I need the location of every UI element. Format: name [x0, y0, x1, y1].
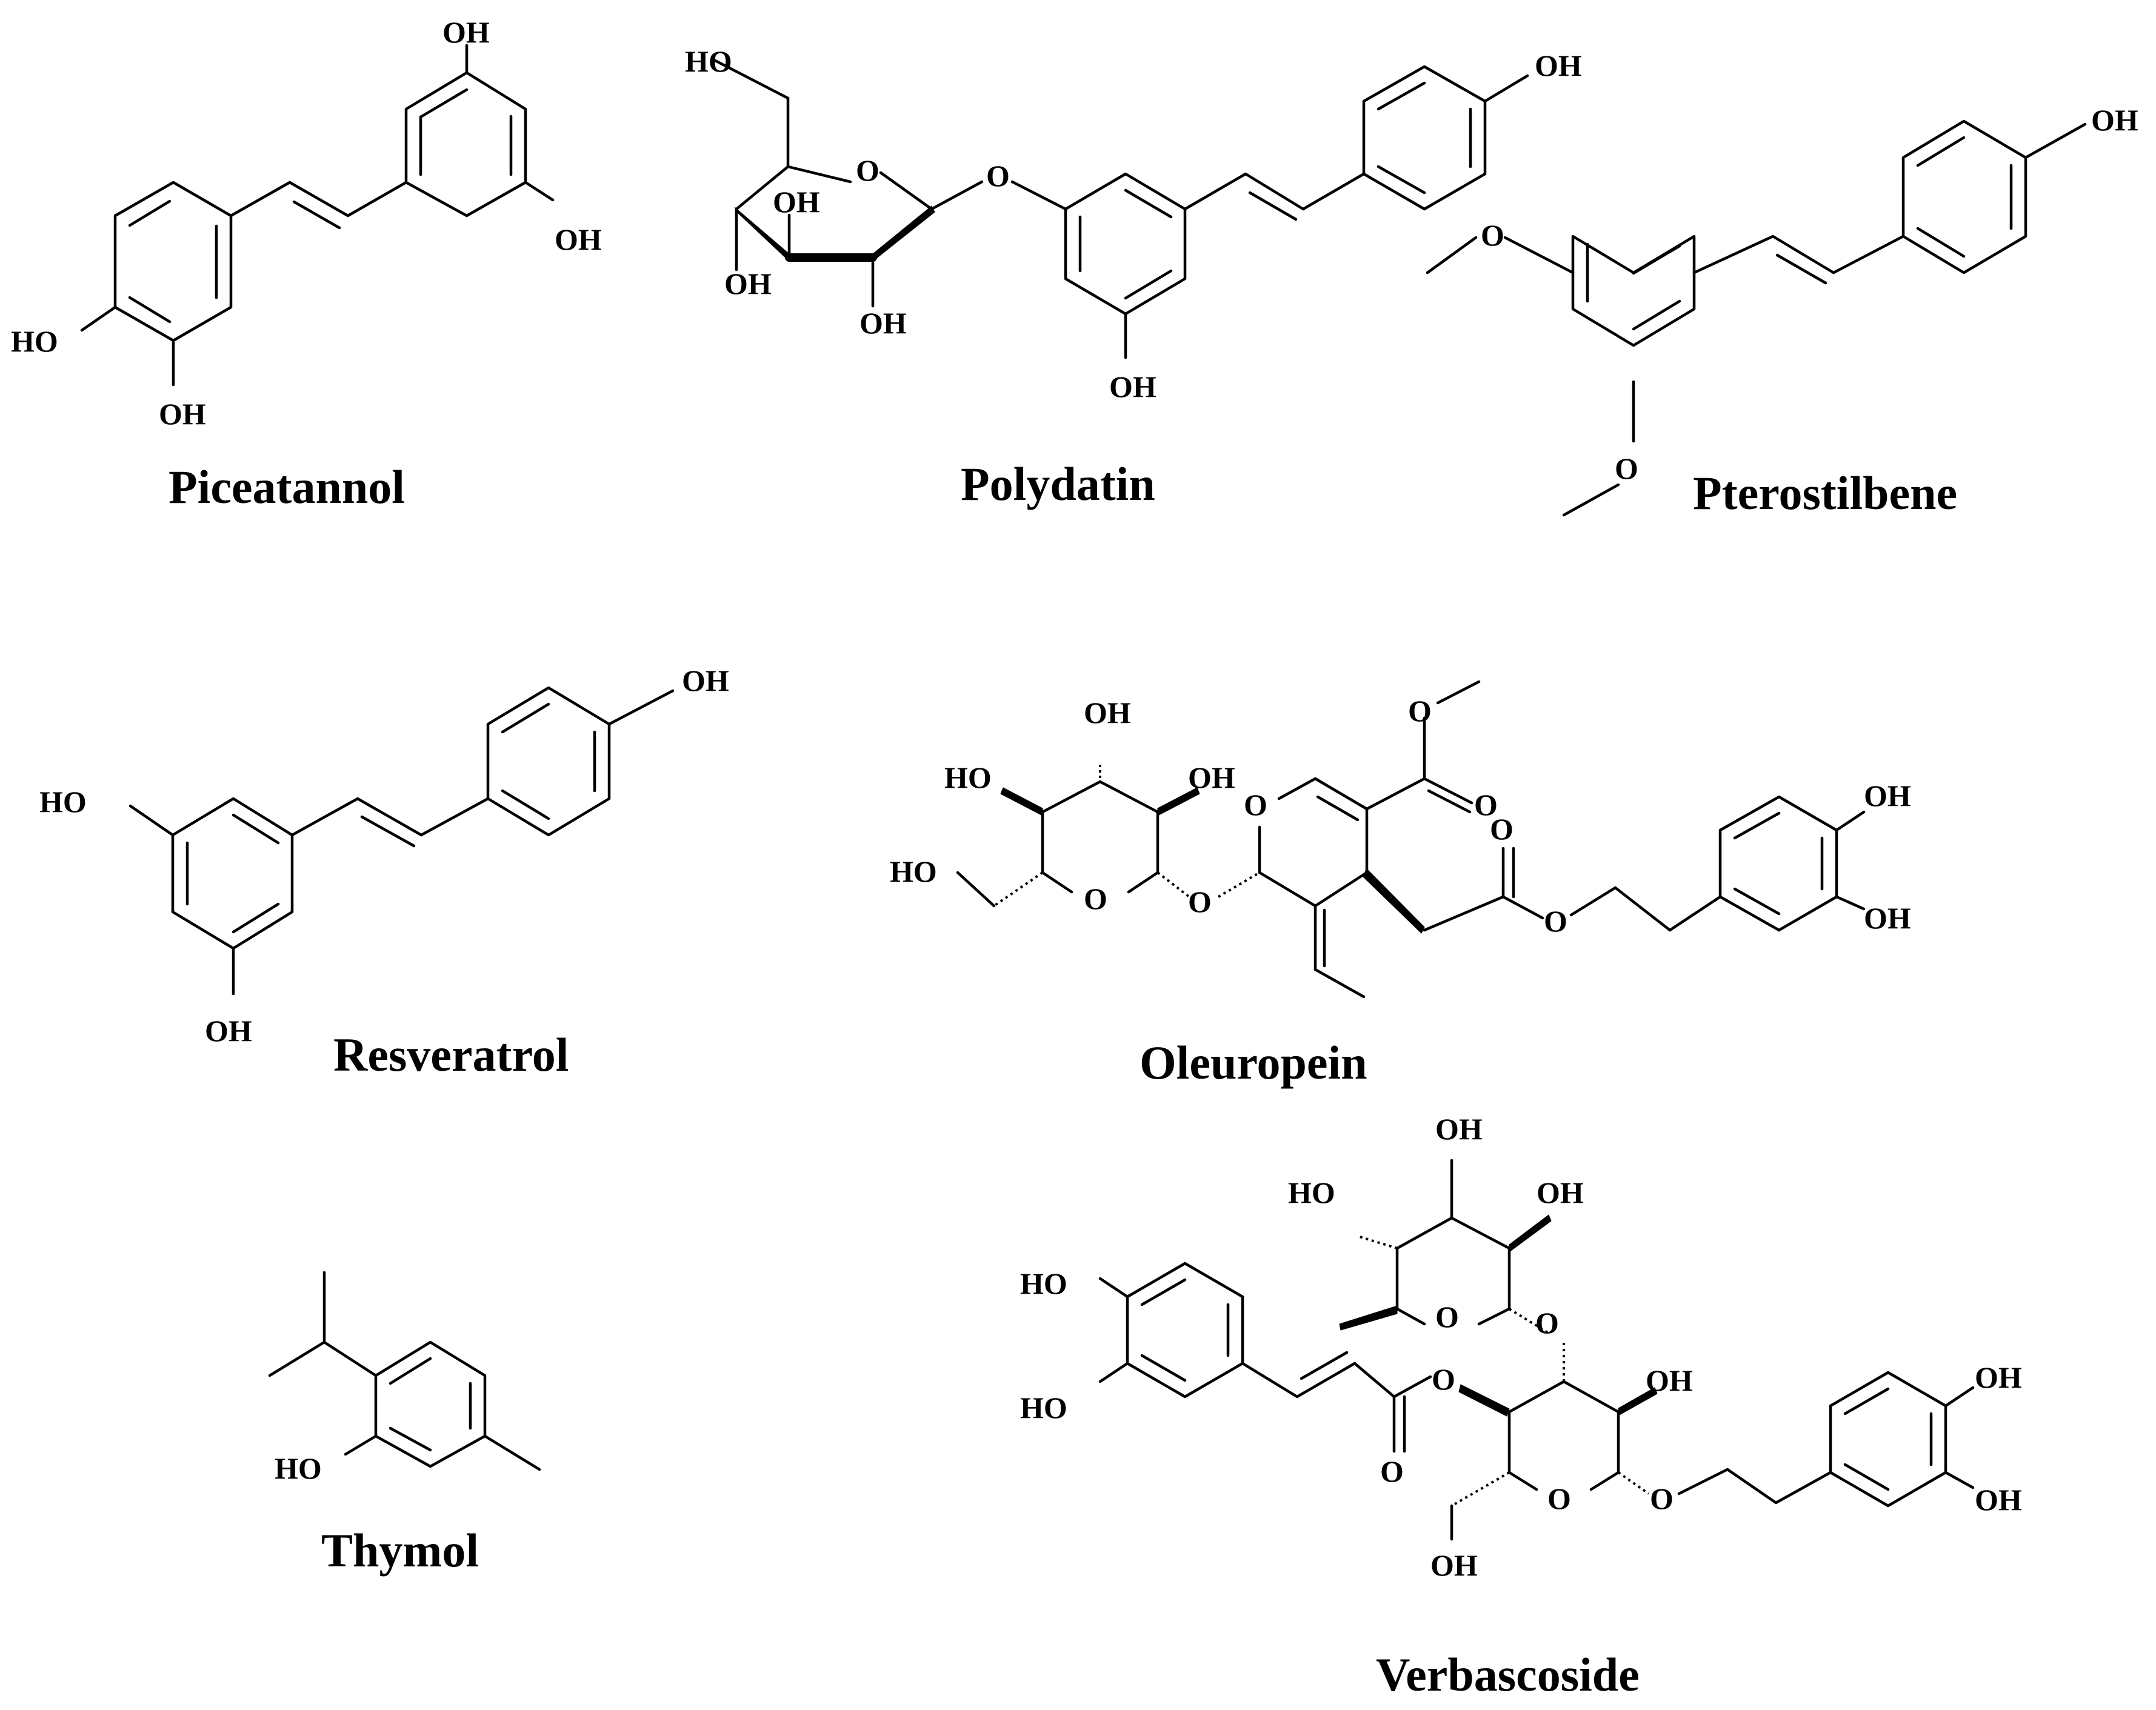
thymol-structure: HO Thymol	[268, 1271, 541, 1577]
verbascoside-ho-caffeoyl-top: HO	[1020, 1266, 1067, 1300]
resveratrol-name: Resveratrol	[333, 1028, 569, 1081]
polydatin-glycosidic-o: O	[986, 159, 1010, 193]
oleuropein-name: Oleuropein	[1140, 1036, 1367, 1089]
thymol-name: Thymol	[321, 1524, 479, 1577]
verbascoside-oh-aryl-bottom: OH	[1975, 1483, 2022, 1517]
oleuropein-o-ester: O	[1544, 904, 1567, 938]
oleuropein-o-carbonyl-top: O	[1474, 788, 1498, 822]
polydatin-oh-phenol: OH	[1535, 48, 1582, 82]
resveratrol-structure: HO OH OH Resveratrol	[39, 664, 729, 1081]
oleuropein-structure: OH HO OH HO O O O O O O O	[890, 680, 1911, 1089]
verbascoside-oh-glc: OH	[1646, 1363, 1693, 1397]
polydatin-oh-aryl: OH	[1109, 370, 1156, 404]
verbascoside-o-ester: O	[1432, 1362, 1455, 1396]
polydatin-structure: HO O O OH OH OH OH OH Polydatin	[685, 44, 1582, 510]
oleuropein-oh-glc-right: OH	[1188, 760, 1235, 794]
oleuropein-ho-glc-left: HO	[944, 760, 992, 794]
verbascoside-oh-ch2: OH	[1430, 1548, 1478, 1582]
verbascoside-o-carbonyl: O	[1380, 1454, 1404, 1488]
polydatin-oh-c4: OH	[724, 267, 772, 301]
pterostilbene-structure: O O OH Pterostilbene	[1426, 103, 2138, 519]
resveratrol-oh-bottom: OH	[205, 1014, 252, 1048]
polydatin-oh-c2: OH	[859, 306, 907, 340]
polydatin-name: Polydatin	[961, 457, 1155, 510]
piceatannol-structure: OH OH HO OH Piceatannol	[11, 15, 602, 513]
oleuropein-oh-aryl-top: OH	[1864, 779, 1911, 813]
piceatannol-name: Piceatannol	[169, 461, 405, 513]
verbascoside-oh-aryl-top: OH	[1975, 1360, 2022, 1394]
oleuropein-o-glc-ring: O	[1084, 882, 1107, 916]
oleuropein-o-pyran: O	[1244, 788, 1267, 822]
polydatin-oh-c3: OH	[773, 185, 820, 219]
verbascoside-oh-rha-top: OH	[1435, 1112, 1483, 1146]
piceatannol-oh-top: OH	[442, 15, 490, 49]
piceatannol-oh-right: OH	[555, 222, 602, 256]
verbascoside-o-glycosidic: O	[1650, 1482, 1674, 1515]
oleuropein-oh-glc-top: OH	[1084, 696, 1131, 730]
pterostilbene-name: Pterostilbene	[1693, 467, 1957, 519]
verbascoside-structure: OH HO OH O HO HO O O O OH O	[1020, 1112, 2022, 1701]
pterostilbene-oh: OH	[2091, 103, 2138, 137]
verbascoside-o-glc-ring: O	[1547, 1482, 1571, 1515]
pterostilbene-o-top: O	[1481, 218, 1504, 252]
piceatannol-ho-left: HO	[11, 324, 58, 358]
resveratrol-oh-top: OH	[682, 664, 729, 697]
verbascoside-o-rha-link: O	[1535, 1306, 1559, 1340]
verbascoside-oh-rha-right: OH	[1537, 1176, 1584, 1209]
piceatannol-oh-bottom: OH	[159, 397, 206, 431]
polydatin-ho: HO	[685, 44, 732, 78]
resveratrol-ho: HO	[39, 785, 87, 819]
oleuropein-o-carbonyl: O	[1490, 812, 1514, 846]
oleuropein-o-ester-top: O	[1408, 694, 1432, 728]
verbascoside-o-rha-ring: O	[1435, 1300, 1459, 1334]
pterostilbene-o-bottom: O	[1615, 451, 1638, 485]
verbascoside-ho-caffeoyl-bottom: HO	[1020, 1391, 1067, 1425]
thymol-ho: HO	[275, 1451, 322, 1485]
oleuropein-ho-glc-ch2: HO	[890, 854, 937, 888]
oleuropein-o-glycosidic: O	[1188, 885, 1212, 919]
polydatin-ring-o: O	[856, 153, 879, 187]
oleuropein-oh-aryl-bottom: OH	[1864, 901, 1911, 935]
verbascoside-name: Verbascoside	[1376, 1648, 1640, 1701]
verbascoside-ho-rha: HO	[1288, 1176, 1335, 1209]
